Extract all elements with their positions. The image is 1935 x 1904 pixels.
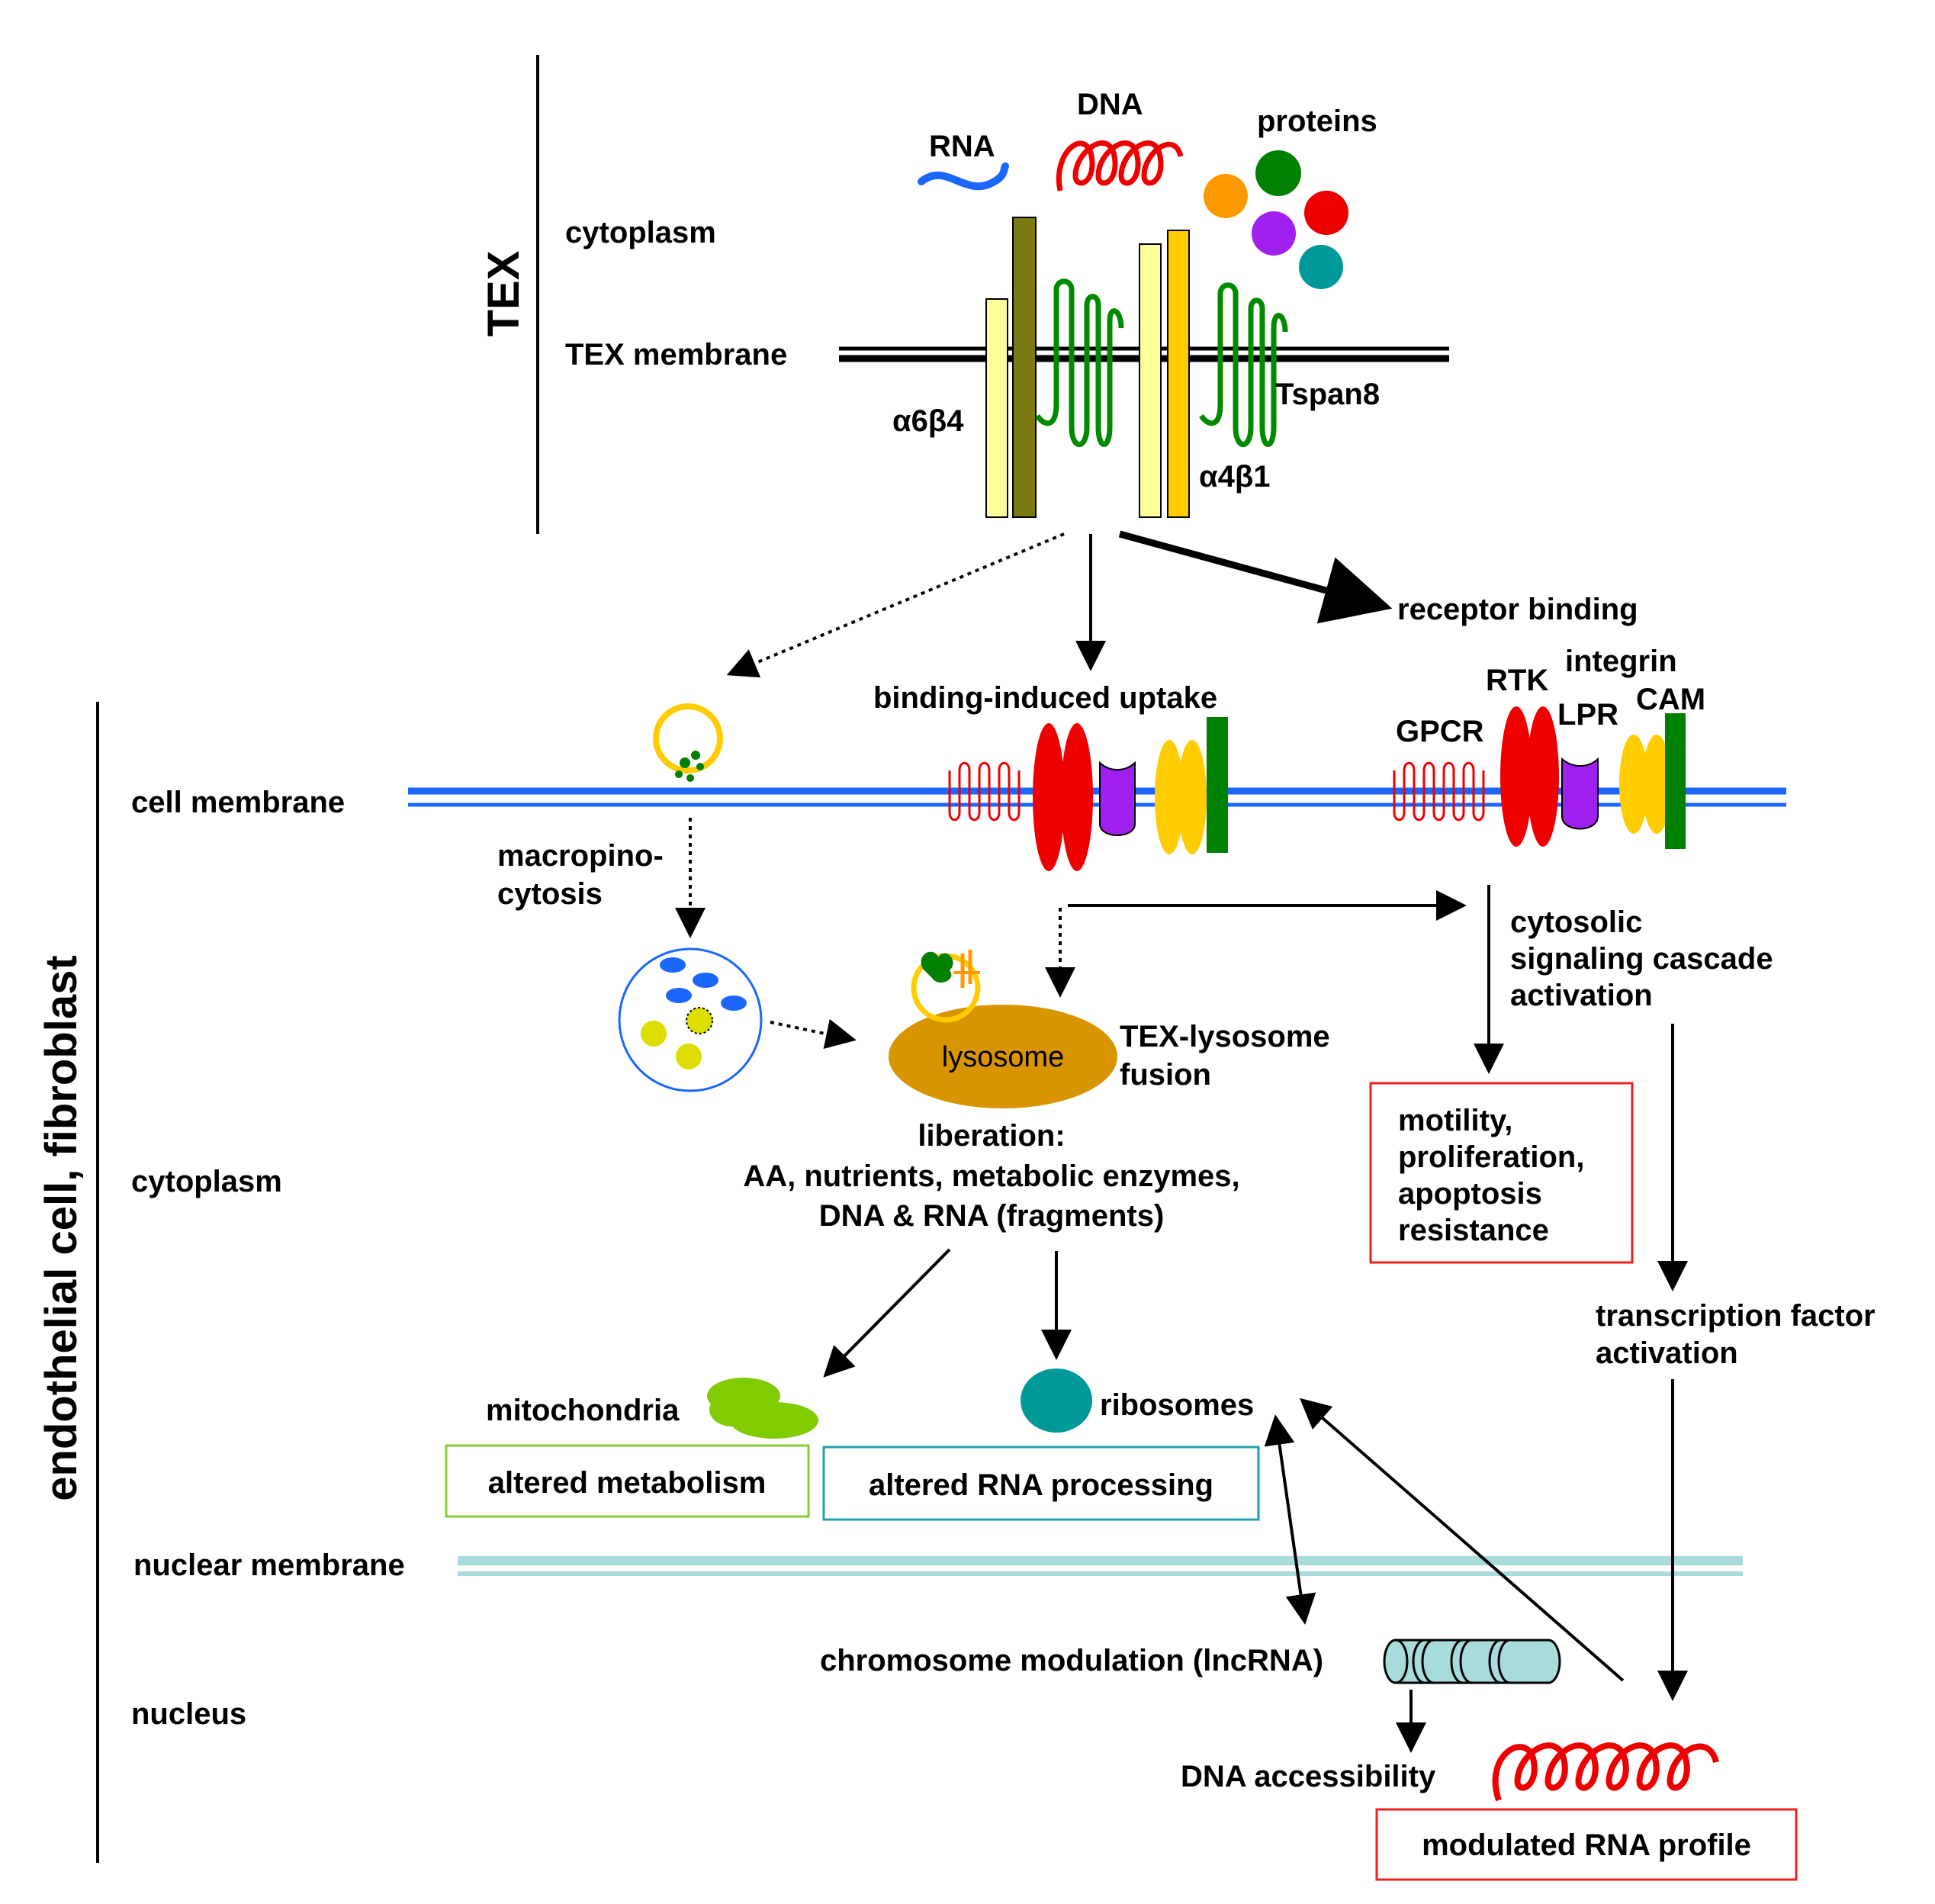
arrow-to-macropinocytosis (726, 532, 1065, 678)
lysosome-fusion-label-2: fusion (1120, 1058, 1211, 1092)
tf-label-1: transcription factor (1596, 1299, 1876, 1333)
ribosome-icon (1021, 1368, 1092, 1433)
protein-green-icon (1255, 150, 1301, 196)
rna-profile-box (1375, 1808, 1798, 1881)
altered-rna-label: altered RNA processing (869, 1468, 1213, 1502)
cam-label: CAM (1636, 683, 1705, 716)
gpcr-icon (1393, 761, 1485, 822)
a6b4-label: α6β4 (892, 404, 964, 438)
dna-helix-icon (1056, 140, 1184, 191)
uptake-cam-icon (1207, 717, 1228, 853)
uptake-gpcr-icon (948, 761, 1021, 822)
tex-title: TEX (479, 250, 529, 336)
tex-membrane-label: TEX membrane (565, 338, 787, 371)
uptake-integrin-left-icon (1155, 740, 1184, 854)
altered-metabolism-box (445, 1444, 810, 1518)
dna-label: DNA (1077, 88, 1143, 121)
altered-metabolism-label: altered metabolism (488, 1466, 767, 1500)
outcome-label-1: motility, (1398, 1104, 1512, 1137)
protein-teal-icon (1299, 245, 1343, 289)
outcome-label-4: resistance (1398, 1214, 1549, 1247)
gpcr-label: GPCR (1396, 715, 1484, 748)
fusing-exosome-cargo-icon (921, 950, 980, 988)
cascade-label-1: cytosolic (1510, 905, 1642, 939)
outcome-label-3: apoptosis (1398, 1177, 1542, 1211)
liberation-label-3: DNA & RNA (fragments) (819, 1199, 1165, 1233)
receptor-binding-label: receptor binding (1397, 593, 1638, 626)
rna-label: RNA (929, 130, 995, 163)
arrow-rna-profile-to-ribosomes (1299, 1397, 1625, 1682)
arrow-to-receptor-binding (1118, 530, 1393, 624)
macropino-label-1: macropino- (497, 839, 664, 873)
lpr-icon (1561, 757, 1599, 830)
cell-side-title: endothelial cell, fibroblast (37, 955, 86, 1500)
tspan8-right-icon (1199, 282, 1288, 447)
cam-icon (1665, 713, 1686, 849)
macropinosome-contents-icon (641, 957, 747, 1069)
cascade-label-2: signaling cascade (1510, 942, 1773, 976)
chromatin-cylinder-icon (1383, 1639, 1561, 1684)
macropino-label-2: cytosis (497, 877, 603, 911)
a4-subunit-bar (1139, 243, 1162, 518)
chromosome-label: chromosome modulation (lncRNA) (820, 1644, 1323, 1677)
nuclear-membrane-label: nuclear membrane (133, 1549, 405, 1582)
uptake-lpr-icon (1099, 761, 1136, 836)
b1-subunit-bar (1167, 230, 1190, 518)
b4-subunit-bar (1012, 217, 1037, 518)
integrin-left-icon (1619, 735, 1648, 834)
tex-cytoplasm-label: cytoplasm (565, 216, 716, 249)
rna-icon (918, 162, 1009, 191)
liberation-label-2: AA, nutrients, metabolic enzymes, (743, 1159, 1239, 1193)
integrin-right-icon (1642, 735, 1671, 834)
arrow-macropinosome-to-lysosome (770, 1018, 857, 1050)
uptake-integrin-right-icon (1178, 740, 1207, 854)
outcome-label-2: proliferation, (1398, 1140, 1584, 1174)
altered-rna-box (822, 1446, 1260, 1521)
macropino-vesicle-icon (653, 703, 723, 774)
lysosome-icon (889, 1005, 1117, 1108)
nuclear-dna-helix-icon (1492, 1742, 1719, 1802)
protein-red-icon (1304, 191, 1348, 235)
arrow-to-mitochondria (823, 1248, 951, 1378)
ribosomes-label: ribosomes (1100, 1388, 1254, 1422)
tspan8-left-icon (1035, 278, 1124, 447)
exosome-cargo-icon (675, 751, 704, 782)
rna-profile-label: modulated RNA profile (1422, 1828, 1751, 1862)
cell-membrane-label: cell membrane (131, 786, 345, 819)
lysosome-fusion-label-1: TEX-lysosome (1120, 1020, 1330, 1053)
protein-purple-icon (1252, 211, 1296, 256)
tf-label-2: activation (1596, 1336, 1738, 1370)
arrow-ribosome-chromosome (1264, 1414, 1316, 1625)
lysosome-label: lysosome (942, 1041, 1065, 1073)
cell-cytoplasm-label: cytoplasm (131, 1165, 282, 1198)
outcome-box (1369, 1082, 1634, 1264)
binding-uptake-label: binding-induced uptake (873, 681, 1217, 715)
a4b1-label: α4β1 (1199, 460, 1271, 494)
mitochondria-icon (707, 1378, 818, 1439)
uptake-rtk-left-icon (1033, 723, 1065, 871)
rtk-right-icon (1527, 706, 1559, 847)
proteins-label: proteins (1257, 105, 1377, 138)
dna-accessibility-label: DNA accessibility (1181, 1760, 1436, 1793)
uptake-rtk-right-icon (1061, 723, 1093, 871)
lpr-label: LPR (1557, 698, 1618, 732)
cascade-label-3: activation (1510, 979, 1653, 1012)
a6-subunit-bar (985, 298, 1008, 518)
nucleus-label: nucleus (131, 1697, 246, 1731)
tspan8-label: Tspan8 (1275, 378, 1380, 411)
rtk-left-icon (1500, 706, 1532, 847)
liberation-label-1: liberation: (918, 1119, 1065, 1153)
protein-orange-icon (1204, 174, 1248, 218)
mitochondria-label: mitochondria (486, 1394, 680, 1427)
integrin-label: integrin (1565, 645, 1677, 678)
rtk-label: RTK (1486, 664, 1548, 697)
